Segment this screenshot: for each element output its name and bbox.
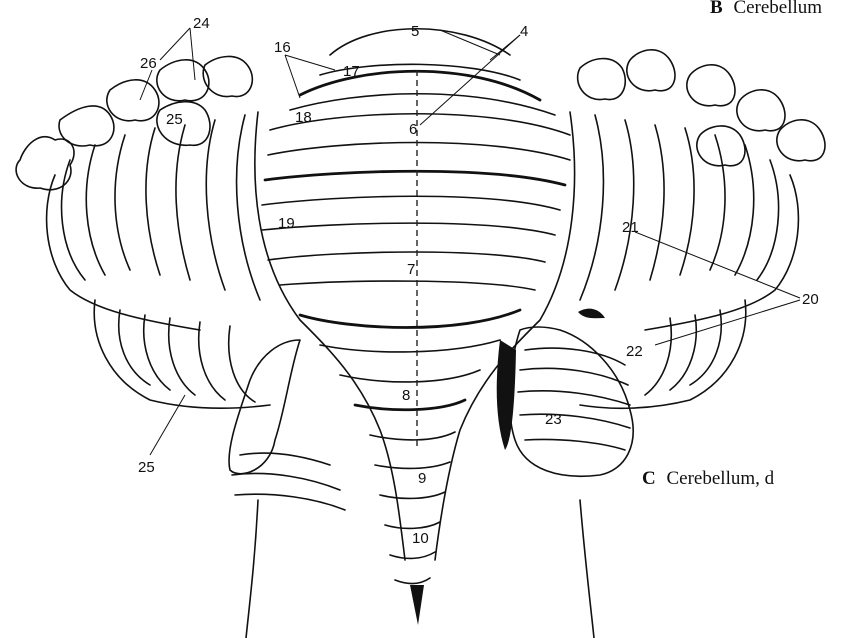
label-16: 16 bbox=[274, 39, 291, 56]
label-26: 26 bbox=[140, 55, 157, 72]
label-22: 22 bbox=[626, 343, 643, 360]
label-17: 17 bbox=[343, 63, 360, 80]
label-6: 6 bbox=[409, 121, 417, 138]
label-18: 18 bbox=[295, 109, 312, 126]
label-19: 19 bbox=[278, 215, 295, 232]
label-5: 5 bbox=[411, 23, 419, 40]
label-20: 20 bbox=[802, 291, 819, 308]
left-hemisphere bbox=[16, 56, 270, 408]
right-hemisphere bbox=[578, 50, 825, 408]
caption-c: C Cerebellum, d bbox=[642, 468, 775, 489]
leader-lines bbox=[140, 28, 800, 455]
brainstem-outline bbox=[246, 500, 594, 638]
label-8: 8 bbox=[402, 387, 410, 404]
label-25-lower: 25 bbox=[138, 459, 155, 476]
label-7: 7 bbox=[407, 261, 415, 278]
caption-b: B Cerebellum bbox=[710, 0, 822, 18]
label-23: 23 bbox=[545, 411, 562, 428]
label-4: 4 bbox=[520, 23, 528, 40]
label-10: 10 bbox=[412, 530, 429, 547]
label-24: 24 bbox=[193, 15, 210, 32]
label-9: 9 bbox=[418, 470, 426, 487]
label-21: 21 bbox=[622, 219, 639, 236]
label-25-upper: 25 bbox=[166, 111, 183, 128]
